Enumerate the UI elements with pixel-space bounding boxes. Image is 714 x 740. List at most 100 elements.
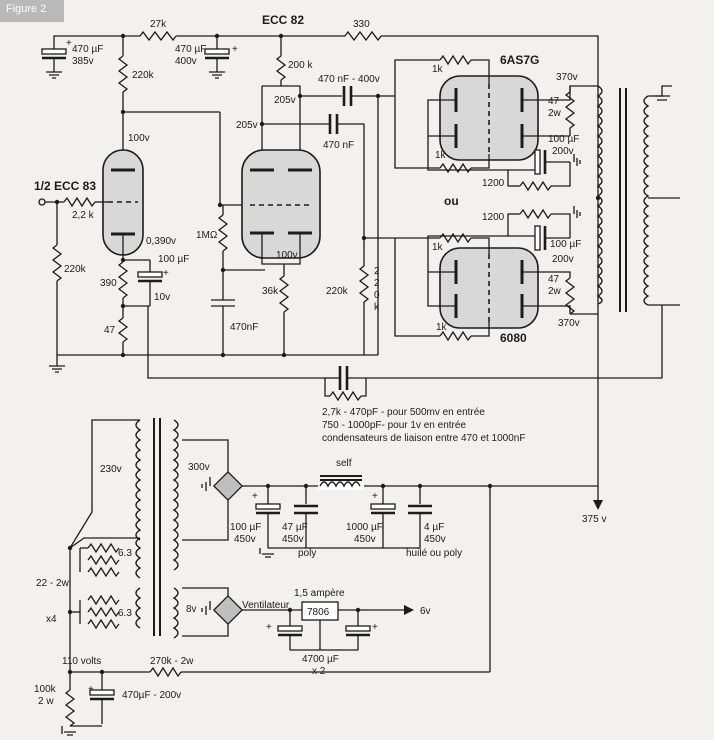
fan-label: Ventilateur	[242, 600, 290, 611]
r-1k-c-label: 1k	[432, 242, 444, 253]
v-370b-label: 370v	[558, 318, 580, 329]
bias-divider: + 110 volts 270k - 2w 100k 2 w 470µF - 2…	[34, 656, 490, 736]
w2a-label: 2w	[548, 108, 562, 119]
c-in-voltage: 385v	[72, 56, 94, 67]
r-1k-b-label: 1k	[435, 150, 447, 161]
ecc82-tube: 100v 36k	[241, 149, 321, 355]
note-2: 750 - 1000pF- pour 1v en entrée	[322, 420, 466, 431]
r-200k-label: 200 k	[288, 60, 313, 71]
c-470nf-400v-label: 470 nF - 400v	[318, 74, 380, 85]
6080-tube: 6080 1k 1k	[394, 232, 539, 345]
cap-470uf-385v: 470 µF 385v +	[41, 38, 103, 79]
r-220k-v-0: 2	[374, 266, 380, 277]
6as7g-tube: 6AS7G 1k 1k	[394, 53, 539, 174]
primary-wiring: 6.3 6.3 22 - 2w x4	[36, 419, 140, 690]
c-mid-voltage: 400v	[175, 56, 197, 67]
ecc83-label: 1/2 ECC 83	[34, 179, 96, 193]
r-1k-a-label: 1k	[432, 64, 444, 75]
feedback-notes: 2,7k - 470pF - pour 500mv en entrée 750 …	[322, 407, 525, 444]
output-transformer	[595, 85, 680, 312]
v-370a-label: 370v	[556, 72, 578, 83]
c-100uf-label: 100 µF	[158, 254, 189, 265]
c-in-value: 470 µF	[72, 44, 103, 55]
svg-text:+: +	[372, 622, 378, 633]
r-220k-v-3: k	[374, 302, 380, 313]
r-22-2w-label: 22 - 2w	[36, 578, 70, 589]
ecc83-cathode: 100 µF + 10v 390 47	[100, 254, 189, 355]
svg-text:+: +	[232, 44, 238, 55]
c2-type: poly	[298, 548, 316, 559]
c4-voltage: 450v	[424, 534, 446, 545]
svg-text:+: +	[88, 684, 94, 695]
v-230-label: 230v	[100, 464, 122, 475]
lv-supply: + + Ventilateur 1,5 ampère 7806 6v 4700 …	[182, 587, 431, 677]
v-100b-label: 100v	[276, 250, 298, 261]
v-205a-label: 205v	[274, 95, 296, 106]
r-200k: 200 k 205v 205v	[236, 36, 342, 158]
r-220k-v-1: 2	[374, 278, 380, 289]
r-36k-label: 36k	[262, 286, 279, 297]
c-470nf-b-label: 470nF	[230, 322, 258, 333]
reg-label: 7806	[307, 607, 330, 618]
coupling-to-ecc82: 1MΩ 470nF	[196, 112, 265, 355]
figure-label: Figure 2	[6, 3, 47, 15]
power-transformer: 230v 300v 8v	[100, 418, 210, 639]
r-1m-label: 1MΩ	[196, 230, 218, 241]
choke: self	[318, 458, 364, 490]
figure-tag: Figure 2	[0, 0, 64, 22]
ecc82-label: ECC 82	[262, 13, 304, 27]
v-10-label: 10v	[154, 292, 170, 303]
c4-type: huilé ou poly	[406, 548, 462, 559]
r-1k-d-label: 1k	[436, 322, 448, 333]
c1-value: 100 µF	[230, 522, 261, 533]
svg-text:+: +	[372, 491, 378, 502]
ground-rail	[49, 352, 378, 373]
r-220k-c-label: 220k	[326, 286, 349, 297]
note-1: 2,7k - 470pF - pour 500mv en entrée	[322, 407, 485, 418]
r-63a-label: 6.3	[118, 548, 132, 559]
v-300-label: 300v	[188, 462, 210, 473]
w2c-label: 2 w	[38, 696, 54, 707]
c-470-200v-label: 470µF - 200v	[122, 690, 181, 701]
r-63b-label: 6.3	[118, 608, 132, 619]
input-grid-resistor: 2,2 k 220k	[38, 196, 108, 355]
hv-bridge	[182, 439, 598, 672]
v-375-label: 375 v	[582, 514, 606, 525]
r-1200b-label: 1200	[482, 212, 505, 223]
v-6-label: 6v	[420, 606, 431, 617]
c2-value: 47 µF	[282, 522, 308, 533]
c-100uf-200v-a-label: 100 µF	[548, 134, 579, 145]
v-200a-label: 200v	[552, 146, 574, 157]
top-rail	[53, 30, 599, 300]
svg-text:+: +	[163, 268, 169, 279]
c2-voltage: 450v	[282, 534, 304, 545]
c1-voltage: 450v	[234, 534, 256, 545]
c-470nf-label: 470 nF	[323, 140, 354, 151]
v-200b-label: 200v	[552, 254, 574, 265]
r-47-2w-a-label: 47	[548, 96, 560, 107]
x4-label: x4	[46, 614, 57, 625]
c3-voltage: 450v	[354, 534, 376, 545]
amps-label: 1,5 ampère	[294, 588, 345, 599]
6as7g-label: 6AS7G	[500, 53, 539, 67]
r-220k-v-2: 0	[374, 290, 380, 301]
r-47-2w-b-label: 47	[548, 274, 560, 285]
6as7g-network: 370v 47 2w 100 µF 200v 1200	[427, 72, 598, 192]
6080-network: 1200 100 µF 200v 47 2w 370v	[427, 206, 598, 329]
r-220k-plate: 220k 100v	[117, 36, 220, 150]
r-220k-b-label: 220k	[64, 264, 87, 275]
ecc83-tube: 1/2 ECC 83 0,390v	[34, 149, 176, 260]
svg-text:+: +	[252, 491, 258, 502]
feedback-network	[147, 305, 663, 402]
or-label: ou	[444, 194, 459, 208]
r-270k-label: 270k - 2w	[150, 656, 194, 667]
r-22k-label: 2,2 k	[72, 210, 95, 221]
6080-label: 6080	[500, 331, 527, 345]
cap-470uf-400v: 470 µF 400v +	[175, 36, 238, 79]
svg-text:+: +	[266, 622, 272, 633]
c4-value: 4 µF	[424, 522, 444, 533]
v-0390-label: 0,390v	[146, 236, 176, 247]
c-4700-label: 4700 µF	[302, 654, 339, 665]
r-390-label: 390	[100, 278, 117, 289]
